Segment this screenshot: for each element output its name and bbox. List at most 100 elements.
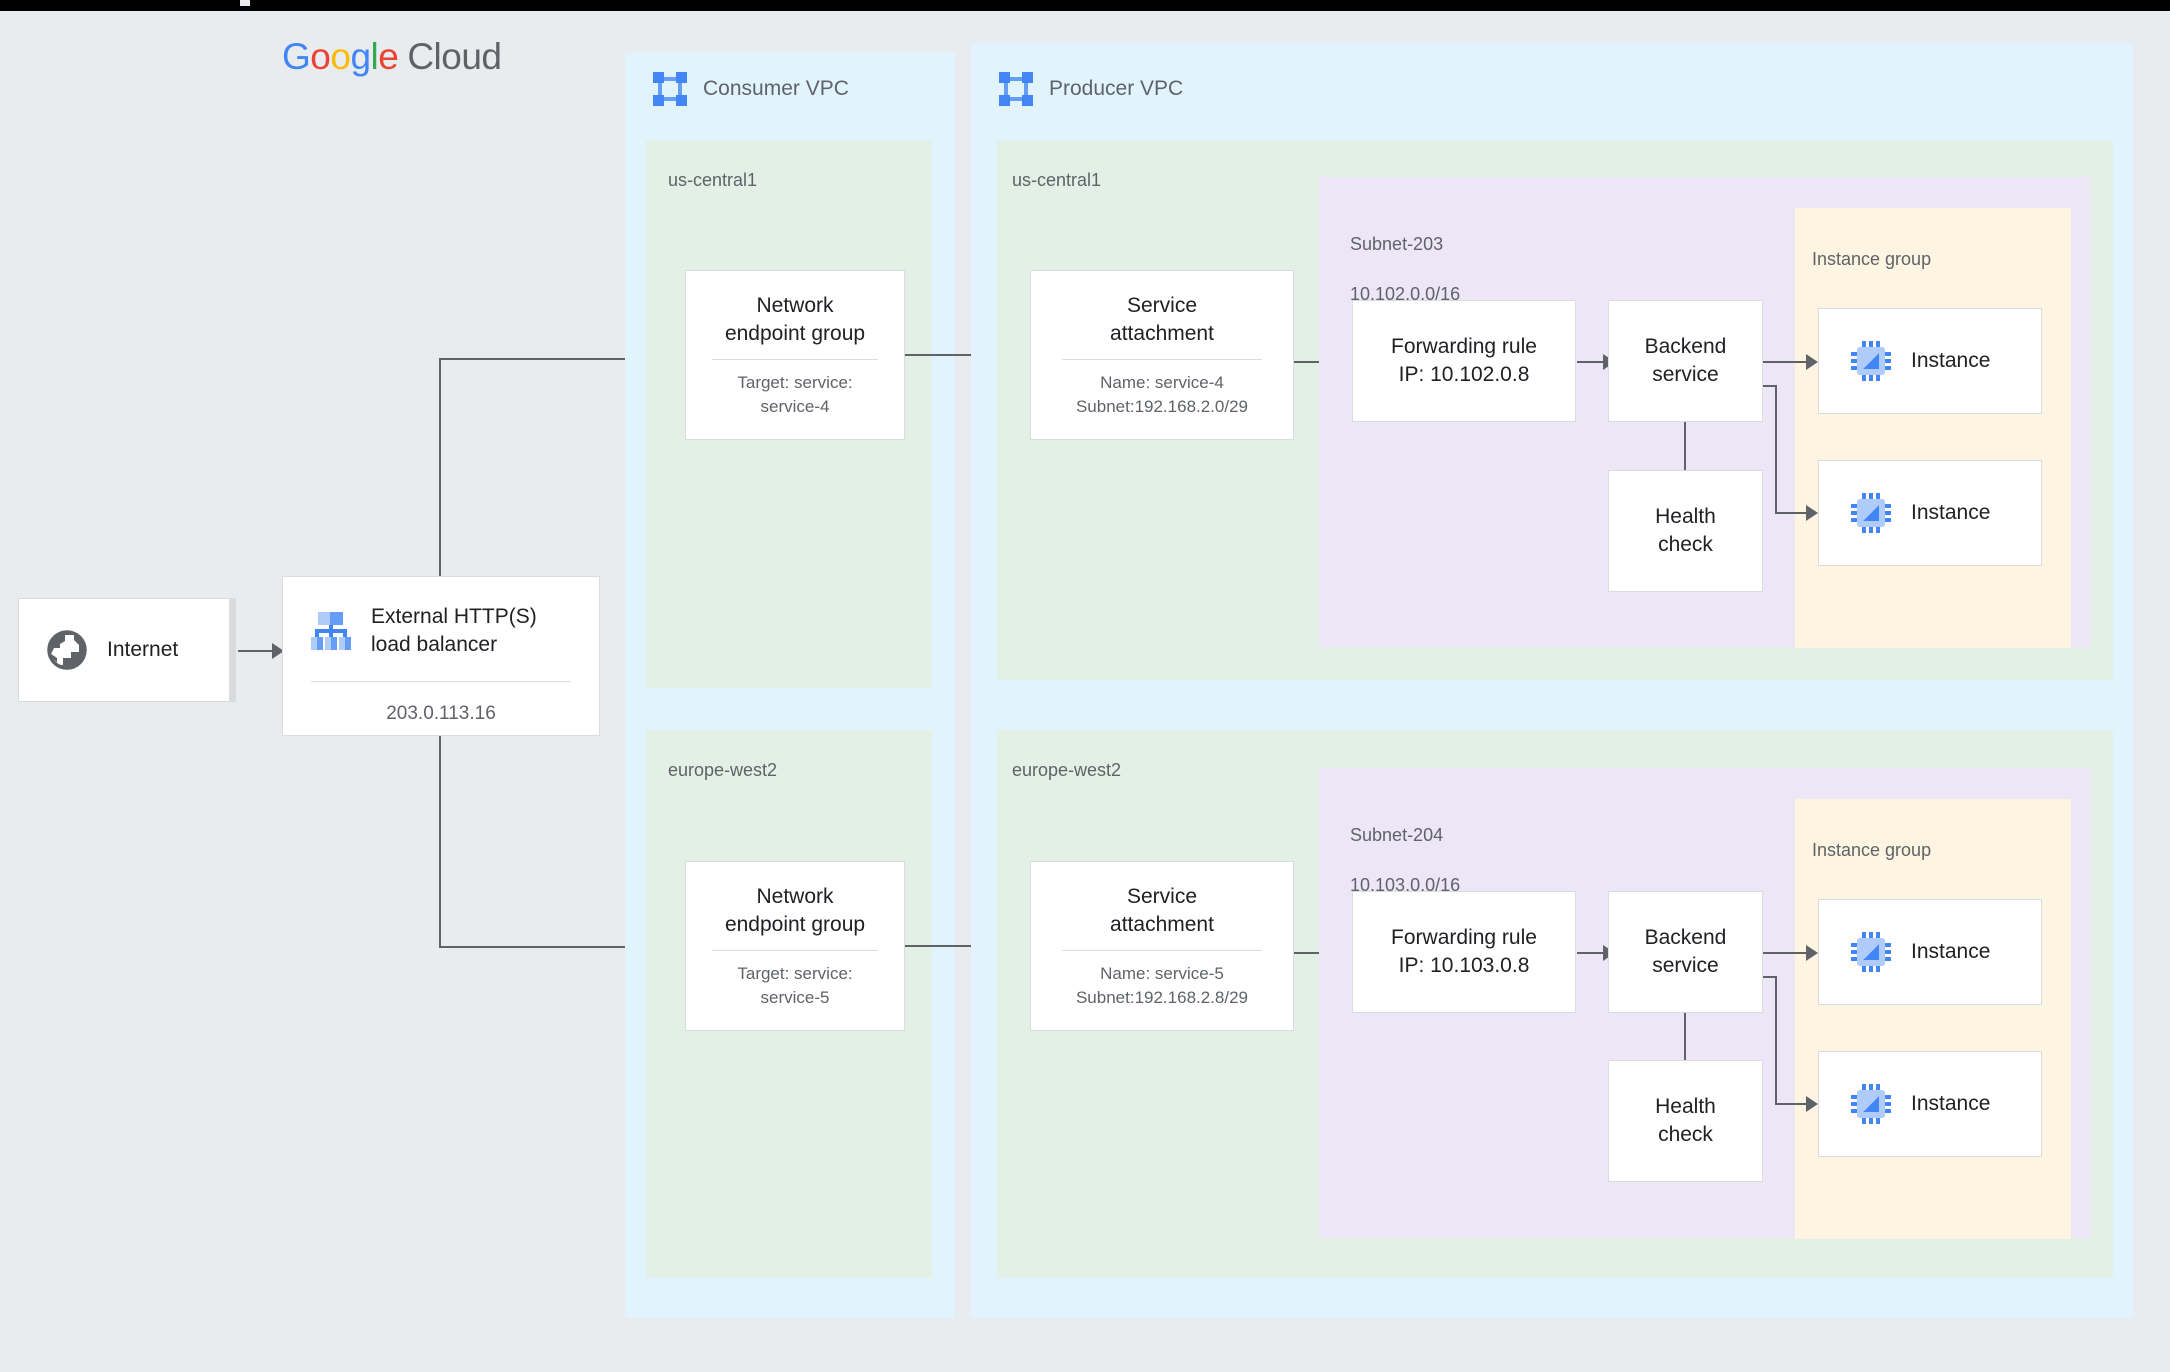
instance-group-1-label: Instance group	[1812, 249, 1932, 269]
backend-service-text-2: Backend service	[1644, 926, 1727, 977]
instance-2b[interactable]: Instance	[1818, 1051, 2042, 1157]
forwarding-rule-text-2: Forwarding rule IP: 10.103.0.8	[1391, 926, 1537, 977]
forwarding-rule-2[interactable]: Forwarding rule IP: 10.103.0.8	[1352, 891, 1576, 1013]
arrowhead-bs-to-inst2b	[1806, 1096, 1818, 1112]
neg-sub-2: Target: service: service-5	[737, 963, 853, 1007]
connector-lb-to-neg-top	[439, 358, 665, 360]
backend-service-text-1: Backend service	[1644, 335, 1727, 386]
connector-bs-to-inst2b	[1775, 1103, 1808, 1105]
instance-1b-label: Instance	[1911, 501, 1991, 524]
instance-2a[interactable]: Instance	[1818, 899, 2042, 1005]
connector-bs-branch-vertical-top	[1775, 385, 1777, 513]
consumer-region-label-1: us-central1	[668, 170, 758, 190]
health-check-text-1: Health check	[1655, 505, 1716, 556]
service-attachment-1[interactable]: Service attachment Name: service-4 Subne…	[1030, 270, 1294, 440]
backend-service-1[interactable]: Backend service	[1608, 300, 1763, 422]
cpu-chip-icon	[1851, 932, 1891, 972]
health-check-2[interactable]: Health check	[1608, 1060, 1763, 1182]
connector-bs-to-inst1b	[1775, 512, 1808, 514]
arrowhead-bs-to-inst1b	[1806, 505, 1818, 521]
connector-bs-to-hc-top	[1684, 422, 1686, 470]
logo-letter-l: l	[370, 36, 379, 77]
neg-sub-1: Target: service: service-4	[737, 372, 853, 416]
forwarding-rule-1[interactable]: Forwarding rule IP: 10.102.0.8	[1352, 300, 1576, 422]
producer-region-label-2: europe-west2	[1012, 760, 1122, 780]
instance-2a-label: Instance	[1911, 940, 1991, 963]
subnet-203-label: Subnet-203 10.102.0.0/16	[1350, 234, 1461, 304]
service-attachment-divider-2	[1062, 949, 1262, 951]
cpu-chip-icon	[1851, 1084, 1891, 1124]
instance-group-1-container	[1795, 208, 2071, 648]
connector-lb-trunk-down	[439, 736, 441, 948]
instance-1b[interactable]: Instance	[1818, 460, 2042, 566]
producer-region-label-1: us-central1	[1012, 170, 1102, 190]
neg-divider-1	[712, 358, 878, 360]
load-balancer-title-line2: load balancer	[371, 633, 498, 656]
connector-bs-to-inst1a	[1763, 361, 1808, 363]
neg-title-2: Network endpoint group	[724, 884, 866, 936]
instance-group-2-container	[1795, 799, 2071, 1239]
producer-vpc-label: Producer VPC	[1049, 77, 1184, 100]
load-balancer-title: External HTTP(S) load balancer	[371, 603, 537, 659]
connector-lb-to-neg-bottom	[439, 946, 665, 948]
logo-letter-g: G	[282, 36, 311, 77]
service-attachment-sub-1: Name: service-4 Subnet:192.168.2.0/29	[1075, 372, 1249, 416]
arrowhead-internet-to-lb	[272, 643, 284, 659]
service-attachment-2[interactable]: Service attachment Name: service-5 Subne…	[1030, 861, 1294, 1031]
service-attachment-divider-1	[1062, 358, 1262, 360]
consumer-network-endpoint-group-1[interactable]: Network endpoint group Target: service: …	[685, 270, 905, 440]
logo-letter-o1: o	[310, 36, 331, 77]
backend-service-2[interactable]: Backend service	[1608, 891, 1763, 1013]
connector-bs-to-hc-bottom	[1684, 1013, 1686, 1060]
connector-lb-trunk-up	[439, 358, 441, 576]
vpc-icon	[653, 72, 687, 106]
internet-node[interactable]: Internet	[18, 598, 230, 702]
health-check-1[interactable]: Health check	[1608, 470, 1763, 592]
cpu-chip-icon	[1851, 341, 1891, 381]
arrowhead-bs-to-inst1a	[1806, 354, 1818, 370]
connector-fr-to-bs-bottom	[1577, 952, 1605, 954]
top-black-bar	[0, 0, 2170, 11]
logo-letter-o2: o	[330, 36, 351, 77]
globe-icon	[45, 628, 89, 672]
service-attachment-title-1: Service attachment	[1110, 293, 1214, 345]
neg-divider-2	[712, 949, 878, 951]
logo-letter-e: e	[378, 36, 399, 77]
load-balancer-icon	[309, 611, 353, 651]
logo-letter-g2: g	[350, 36, 371, 77]
health-check-text-2: Health check	[1655, 1095, 1716, 1146]
connector-bs-branch-top	[1763, 385, 1777, 387]
forwarding-rule-text-1: Forwarding rule IP: 10.102.0.8	[1391, 335, 1537, 386]
top-bar-notch	[240, 0, 250, 6]
consumer-vpc-header: Consumer VPC	[653, 72, 849, 106]
instance-group-2-label: Instance group	[1812, 840, 1932, 860]
service-attachment-sub-2: Name: service-5 Subnet:192.168.2.8/29	[1075, 963, 1249, 1007]
connector-internet-to-lb	[238, 650, 274, 652]
vpc-icon	[999, 72, 1033, 106]
consumer-network-endpoint-group-2[interactable]: Network endpoint group Target: service: …	[685, 861, 905, 1031]
load-balancer-divider	[311, 681, 571, 682]
connector-bs-branch-vertical-bottom	[1775, 976, 1777, 1104]
consumer-vpc-label: Consumer VPC	[703, 77, 849, 100]
connector-bs-to-inst2a	[1763, 952, 1808, 954]
neg-title-1: Network endpoint group	[724, 293, 866, 345]
subnet-204-label: Subnet-204 10.103.0.0/16	[1350, 825, 1461, 895]
connector-bs-branch-bottom	[1763, 976, 1777, 978]
service-attachment-title-2: Service attachment	[1110, 884, 1214, 936]
instance-1a-label: Instance	[1911, 349, 1991, 372]
connector-fr-to-bs-top	[1577, 361, 1605, 363]
consumer-region-label-2: europe-west2	[668, 760, 778, 780]
internet-label: Internet	[107, 638, 179, 661]
logo-word-cloud: Cloud	[407, 36, 502, 77]
instance-1a[interactable]: Instance	[1818, 308, 2042, 414]
connector-neg-to-sa-bottom	[905, 945, 1029, 947]
instance-2b-label: Instance	[1911, 1092, 1991, 1115]
external-http-load-balancer-node[interactable]: External HTTP(S) load balancer 203.0.113…	[282, 576, 600, 736]
connector-neg-to-sa-top	[905, 354, 1029, 356]
producer-vpc-header: Producer VPC	[999, 72, 1183, 106]
arrowhead-bs-to-inst2a	[1806, 945, 1818, 961]
cpu-chip-icon	[1851, 493, 1891, 533]
load-balancer-ip: 203.0.113.16	[386, 703, 496, 724]
load-balancer-title-line1: External HTTP(S)	[371, 605, 537, 628]
